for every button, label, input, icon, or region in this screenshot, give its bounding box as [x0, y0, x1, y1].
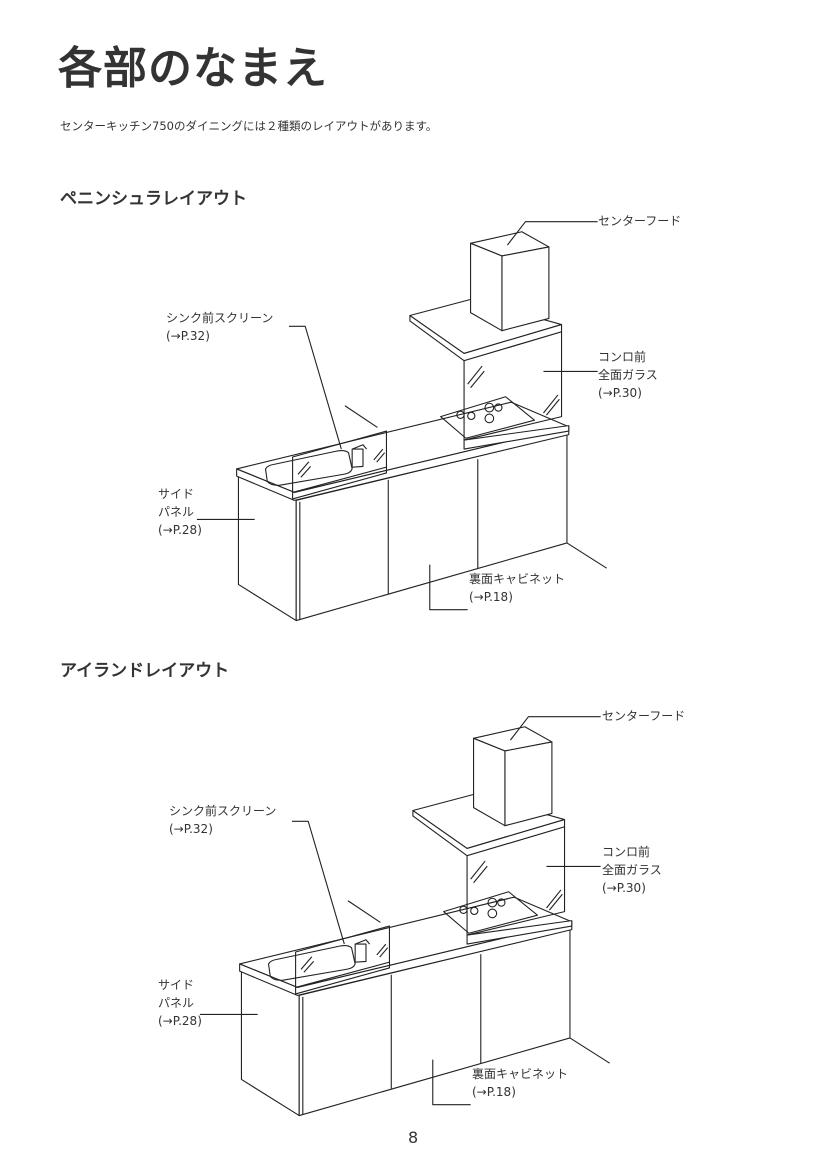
label-side-panel: サイド パネル (→P.28): [158, 976, 202, 1030]
label-text: 全面ガラス: [602, 863, 662, 877]
leader-lines: [197, 222, 598, 610]
label-text: シンク前スクリーン: [169, 804, 277, 818]
label-text: 全面ガラス: [598, 368, 658, 382]
label-text: パネル: [158, 505, 195, 519]
label-hood: センターフード: [598, 214, 682, 228]
label-text: 裏面キャビネット: [472, 1067, 569, 1081]
floor-line: [567, 543, 607, 568]
shelf: [410, 299, 562, 360]
page-ref: (→P.28): [158, 1014, 202, 1028]
label-back-cabinet: 裏面キャビネット (→P.18): [469, 570, 565, 606]
label-text: サイド: [158, 978, 195, 992]
sink-screen: [293, 431, 387, 499]
page-ref: (→P.32): [169, 822, 213, 836]
label-side-panel: サイド パネル (→P.28): [158, 485, 202, 539]
label-text: サイド: [158, 487, 195, 501]
page-ref: (→P.30): [598, 386, 642, 400]
label-text: コンロ前: [598, 350, 647, 364]
sink: [266, 445, 367, 486]
label-text: シンク前スクリーン: [166, 311, 274, 325]
cooktop: [441, 397, 535, 439]
label-sink-screen: シンク前スクリーン (→P.32): [166, 309, 273, 345]
section-heading-island: アイランドレイアウト: [60, 661, 230, 681]
page-ref: (→P.32): [166, 329, 210, 343]
page-title: 各部のなまえ: [58, 43, 328, 94]
intro-text: センターキッチン750のダイニングには２種類のレイアウトがあります。: [60, 119, 438, 133]
page-number: 8: [408, 1128, 419, 1147]
page-ref: (→P.30): [602, 881, 646, 895]
cabinet: [238, 435, 567, 621]
kitchen-diagram-island: [199, 716, 611, 1117]
page-ref: (→P.18): [472, 1085, 516, 1099]
label-text: パネル: [158, 996, 195, 1010]
label-sink-screen: シンク前スクリーン (→P.32): [169, 802, 276, 838]
label-stove-glass: コンロ前 全面ガラス (→P.30): [598, 348, 658, 402]
range-hood: [471, 232, 549, 331]
label-text: 裏面キャビネット: [469, 572, 566, 586]
floor-line: [345, 406, 377, 428]
section-heading-peninsula: ペニンシュラレイアウト: [60, 189, 247, 209]
label-hood: センターフード: [602, 709, 686, 723]
label-text: コンロ前: [602, 845, 651, 859]
page-ref: (→P.18): [469, 590, 513, 604]
page-ref: (→P.28): [158, 523, 202, 537]
label-back-cabinet: 裏面キャビネット (→P.18): [472, 1065, 568, 1101]
label-stove-glass: コンロ前 全面ガラス (→P.30): [602, 843, 662, 897]
